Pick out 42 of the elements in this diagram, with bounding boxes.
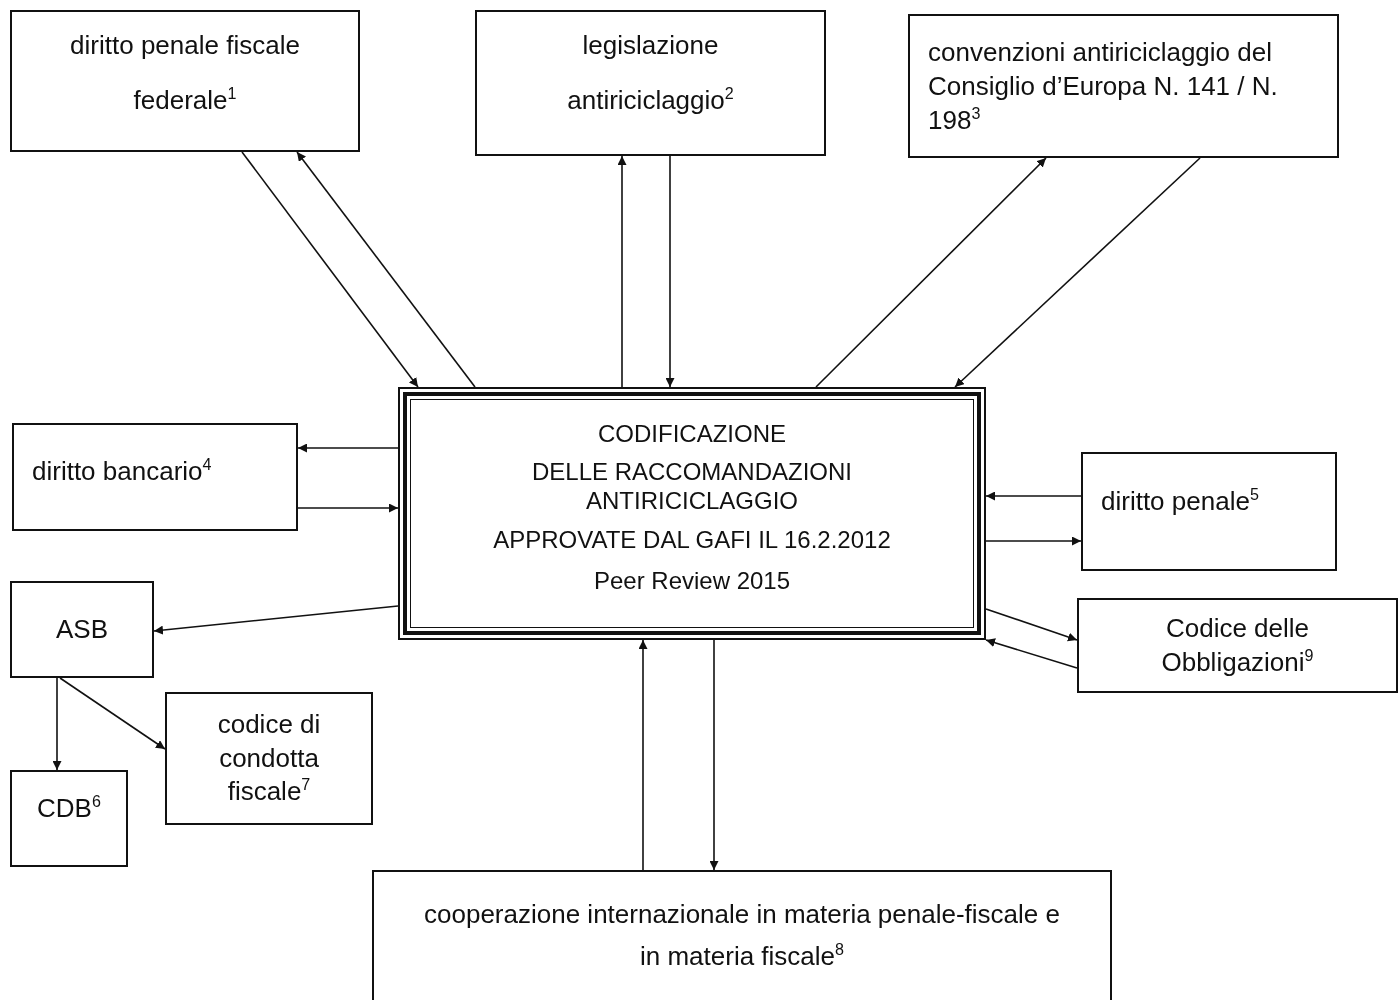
box-text: APPROVATE DAL GAFI IL 16.2.2012 xyxy=(493,525,891,555)
process-box xyxy=(1081,452,1337,571)
process-box xyxy=(10,581,154,678)
arrow xyxy=(985,638,1078,669)
arrow xyxy=(52,677,62,771)
arrow xyxy=(153,605,399,635)
box-text: ASB xyxy=(56,612,108,646)
box-text: convenzioni antiriciclaggio del Consiglio d’Europa N. 141 / N. 198$^{3}$ xyxy=(928,36,1279,137)
arrow xyxy=(617,155,627,388)
process-box xyxy=(165,692,373,825)
box-text: diritto penale fiscale federale$^{1}$ xyxy=(69,29,301,117)
arrow xyxy=(985,491,1082,501)
arrow xyxy=(297,503,399,513)
arrow xyxy=(985,536,1082,546)
box-text: CDB$^{6}$ xyxy=(37,791,101,825)
box-text: diritto bancario$^{4}$ xyxy=(32,455,212,489)
arrow xyxy=(59,677,166,750)
box-text: Peer Review 2015 xyxy=(593,566,791,596)
process-box xyxy=(475,10,826,156)
arrow xyxy=(985,608,1078,642)
box-text: diritto penale$^{5}$ xyxy=(1101,484,1259,518)
arrow xyxy=(954,157,1201,388)
process-box xyxy=(398,387,986,640)
arrow xyxy=(241,151,419,388)
arrow xyxy=(665,155,675,388)
box-text: cooperazione internazionale in materia penale-fiscale e in materia fiscale$^{8}$ xyxy=(423,898,1061,973)
process-box xyxy=(372,870,1112,1000)
process-box xyxy=(10,770,128,867)
box-text: legislazione antiriciclaggio$^{2}$ xyxy=(566,29,735,117)
box-text: Codice delle Obbligazioni$^{9}$ xyxy=(1160,611,1315,679)
arrow xyxy=(638,639,648,871)
process-box xyxy=(10,10,360,152)
arrow xyxy=(815,157,1047,388)
box-text: codice di condotta fiscale$^{7}$ xyxy=(216,707,322,809)
arrow xyxy=(297,443,399,453)
process-box xyxy=(12,423,298,531)
box-text: CODIFICAZIONE xyxy=(598,419,786,449)
process-box xyxy=(1077,598,1398,693)
arrow xyxy=(296,151,476,388)
process-box xyxy=(908,14,1339,158)
box-text: DELLE RACCOMANDAZIONI ANTIRICICLAGGIO xyxy=(530,458,854,516)
arrow xyxy=(709,639,719,871)
